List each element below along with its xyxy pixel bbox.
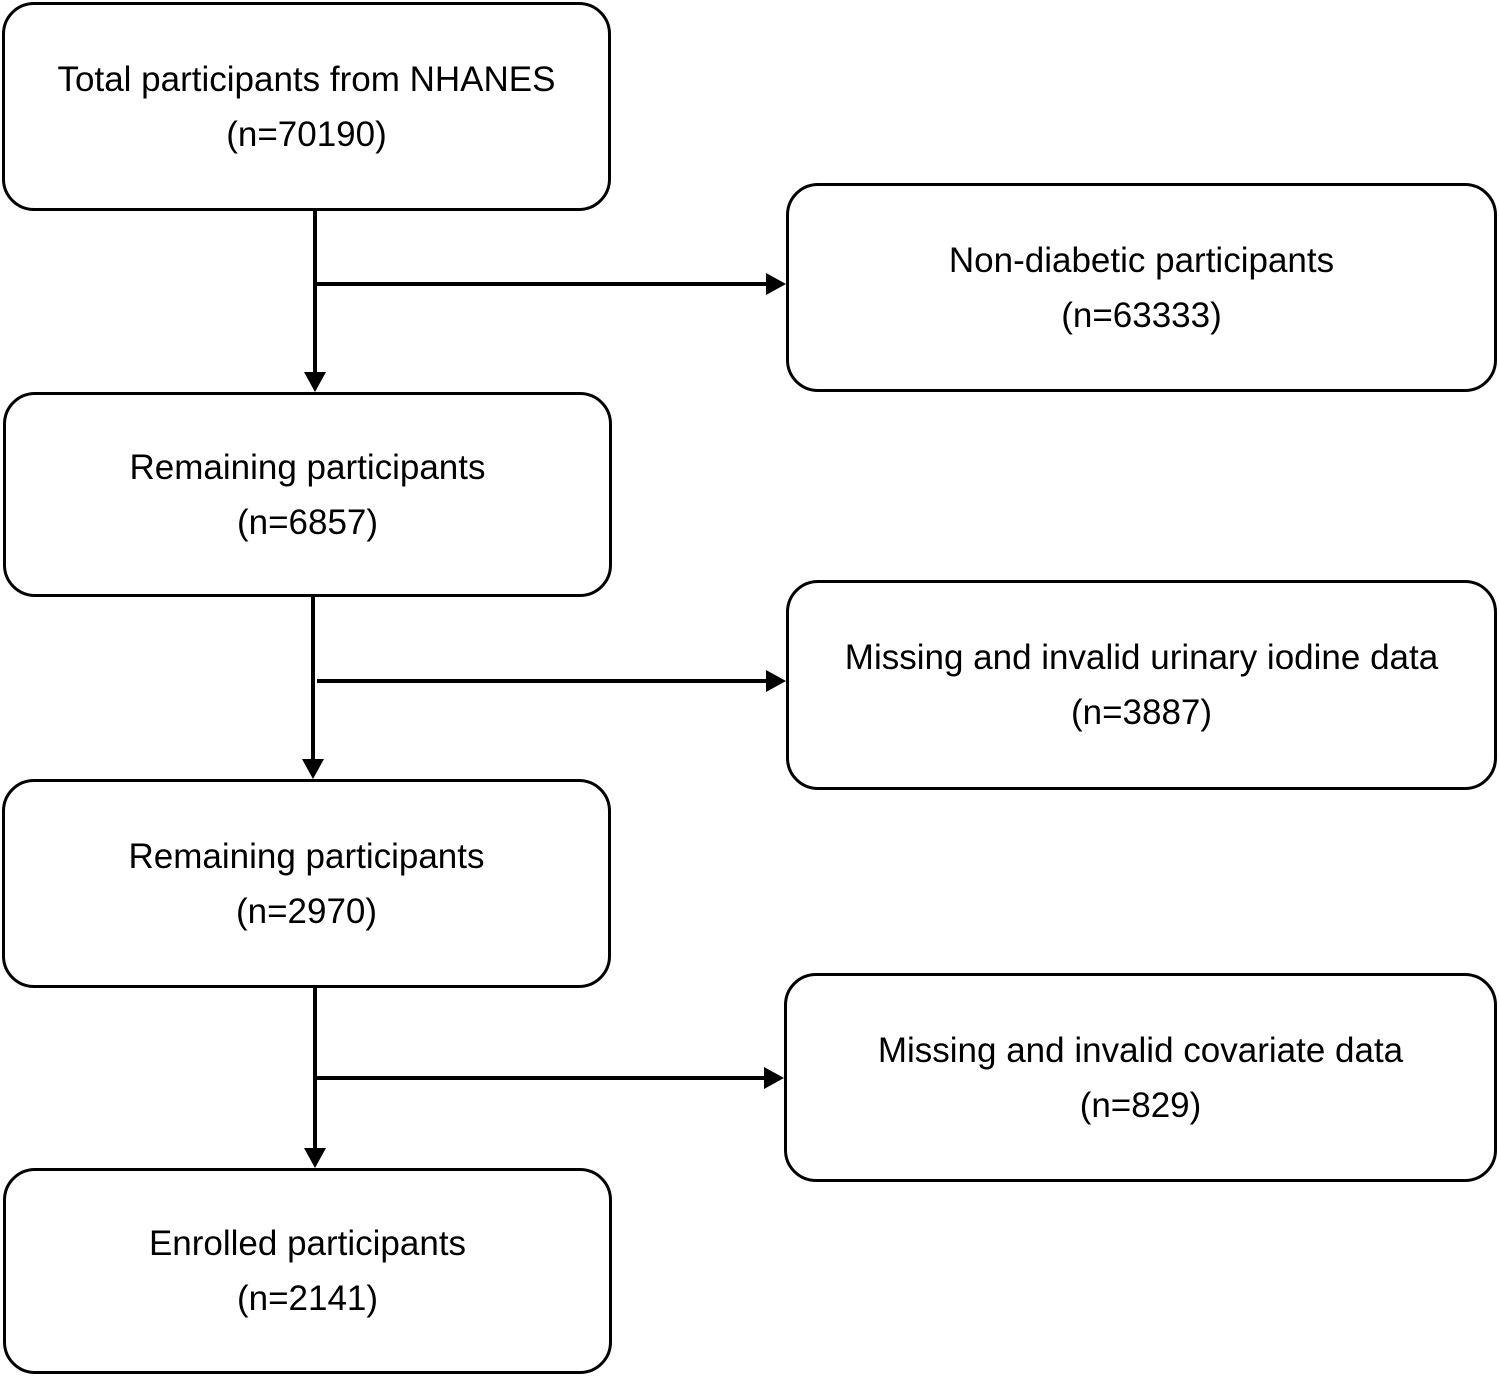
total-participants-count: (n=70190) bbox=[226, 114, 387, 154]
covariate-exclusion-box: Missing and invalid covariate data (n=82… bbox=[784, 973, 1497, 1182]
non-diabetic-count: (n=63333) bbox=[1061, 295, 1222, 335]
covariate-label: Missing and invalid covariate data bbox=[877, 1030, 1404, 1070]
arrowhead-remaining-1 bbox=[304, 372, 326, 392]
remaining-participants-box-1: Remaining participants (n=6857) bbox=[3, 392, 612, 597]
enrolled-participants-label: Enrolled participants bbox=[148, 1224, 467, 1263]
arrowhead-urinary-iodine bbox=[766, 670, 786, 692]
urinary-iodine-exclusion-box: Missing and invalid urinary iodine data … bbox=[786, 580, 1497, 790]
remaining-participants-box-2: Remaining participants (n=2970) bbox=[2, 779, 611, 988]
urinary-iodine-label: Missing and invalid urinary iodine data bbox=[844, 638, 1439, 677]
remaining-participants-count-2: (n=2970) bbox=[235, 891, 378, 931]
arrowhead-covariate bbox=[764, 1067, 784, 1089]
non-diabetic-label: Non-diabetic participants bbox=[948, 240, 1335, 280]
total-participants-label: Total participants from NHANES bbox=[57, 59, 556, 99]
total-participants-box: Total participants from NHANES (n=70190) bbox=[2, 2, 611, 211]
urinary-iodine-count: (n=3887) bbox=[1070, 693, 1213, 732]
remaining-participants-label-2: Remaining participants bbox=[128, 836, 485, 876]
covariate-count: (n=829) bbox=[1079, 1085, 1202, 1125]
non-diabetic-exclusion-box: Non-diabetic participants (n=63333) bbox=[786, 183, 1497, 392]
remaining-participants-label-1: Remaining participants bbox=[129, 447, 486, 487]
enrolled-participants-box: Enrolled participants (n=2141) bbox=[3, 1168, 612, 1374]
arrowhead-non-diabetic bbox=[766, 273, 786, 295]
enrolled-participants-count: (n=2141) bbox=[236, 1279, 379, 1318]
arrowhead-enrolled bbox=[304, 1148, 326, 1168]
remaining-participants-count-1: (n=6857) bbox=[236, 502, 379, 542]
arrowhead-remaining-2 bbox=[302, 759, 324, 779]
